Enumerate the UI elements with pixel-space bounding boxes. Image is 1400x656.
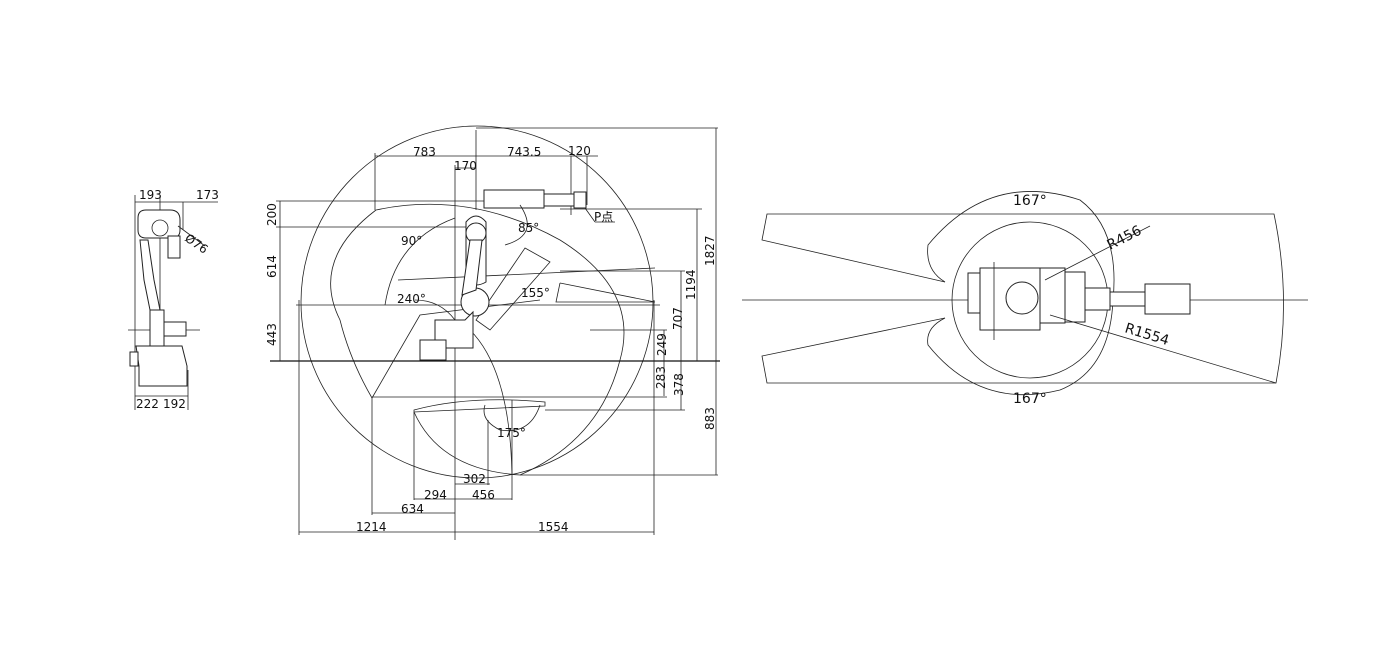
dim-193: 193 [139,188,162,202]
dim-456: 456 [472,488,495,502]
dim-283: 283 [654,366,668,389]
dim-1194: 1194 [684,269,698,300]
dim-707: 707 [671,307,685,330]
dim-614: 614 [265,255,279,278]
dim-192: 192 [163,397,186,411]
dim-200: 200 [265,203,279,226]
angle-167-bottom: 167° [1013,391,1047,407]
dim-302: 302 [463,472,486,486]
angle-90: 90° [401,234,422,248]
dim-170: 170 [454,159,477,173]
angle-175: 175° [497,426,526,440]
side-view: 193 173 Ø76 222 192 [128,188,219,411]
dim-76: Ø76 [182,231,210,257]
radius-456: R456 [1105,223,1145,254]
dim-249: 249 [655,333,669,356]
angle-85: 85° [518,221,539,235]
dim-222: 222 [136,397,159,411]
dim-634: 634 [401,502,424,516]
dim-294: 294 [424,488,447,502]
dim-743-5: 743.5 [507,145,541,159]
dim-1214: 1214 [356,520,387,534]
dim-1827: 1827 [703,235,717,266]
top-view: 167° 167° R456 R1554 [742,191,1308,407]
front-view: 783 743.5 120 170 200 614 443 1827 1194 … [265,125,720,540]
dim-443: 443 [265,323,279,346]
dim-1554: 1554 [538,520,569,534]
dim-883: 883 [703,407,717,430]
dim-378: 378 [672,373,686,396]
radius-1554: R1554 [1123,321,1171,350]
angle-167-top: 167° [1013,193,1047,209]
dim-783: 783 [413,145,436,159]
p-point-label: P点 [594,210,613,224]
angle-240: 240° [397,292,426,306]
dim-173: 173 [196,188,219,202]
dim-120: 120 [568,144,591,158]
angle-155: 155° [521,286,550,300]
